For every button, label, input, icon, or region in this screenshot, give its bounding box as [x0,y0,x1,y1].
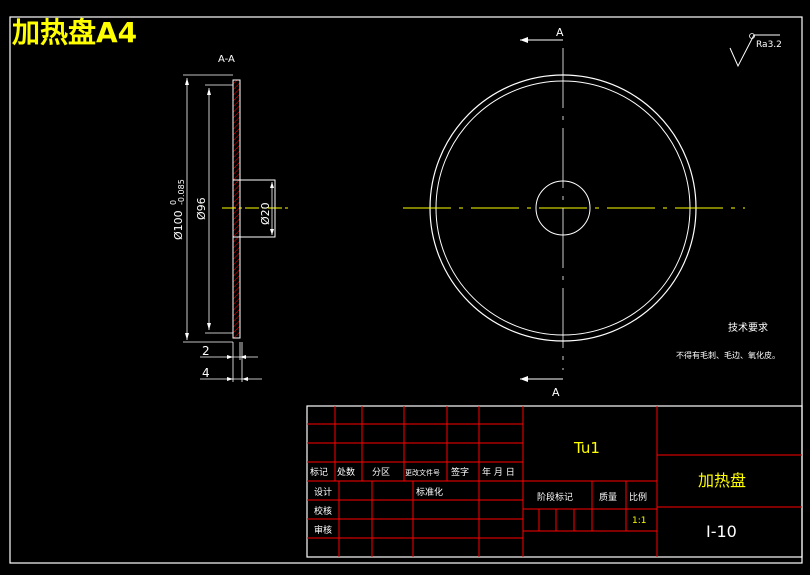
header-weight: 质量 [599,491,617,503]
disc-plate-section [232,79,241,339]
header-count: 处数 [337,466,355,478]
header-sign: 签字 [451,466,469,478]
header-check: 校核 [314,505,332,517]
header-mark: 标记 [310,466,328,478]
dim-arrow [185,333,189,340]
dim-arrow [207,323,211,330]
header-date: 年 月 日 [482,466,515,478]
section-label: A-A [218,54,235,65]
dim-outer-tol-upper: 0 [169,200,178,205]
banner-title: 加热盘A4 [12,16,137,49]
drawing-number: I-10 [706,522,737,541]
header-zone: 分区 [372,467,390,478]
roughness-symbol: Ra3.2 [729,33,782,68]
cut-label-top: A [556,26,564,39]
dim-mid-text: Ø96 [195,197,208,220]
header-stage-mark: 阶段标记 [537,491,573,503]
roughness-circle-icon [749,33,755,39]
header-design: 设计 [314,486,332,498]
cut-arrow-top [520,37,528,43]
scale-value: 1:1 [632,516,646,526]
dim-hub-text: Ø20 [259,202,272,225]
section-view: A-A Ø100 0 -0.085 Ø96 Ø20 [169,54,290,382]
dim-arrow [185,78,189,85]
header-ratio: 比例 [629,491,647,503]
header-review: 审核 [314,524,332,536]
cut-label-bottom: A [552,386,560,399]
roughness-label: Ra3.2 [756,40,782,50]
header-standardize: 标准化 [416,486,443,498]
title-block: 标记 处数 分区 更改文件号 签字 年 月 日 设计 标准化 校核 审核 阶段标… [306,405,803,558]
dim-arrow [240,355,246,359]
title-grid [307,406,802,557]
front-view: A A [403,26,745,399]
dim-arrow [227,377,233,381]
tech-req-note: 不得有毛刺、毛边、氧化皮。 [676,350,780,360]
dim-thickness-4: 4 [202,366,210,380]
header-doc-no: 更改文件号 [405,468,440,477]
dim-arrow [207,88,211,95]
part-name: 加热盘 [698,471,746,490]
dim-arrow [227,355,233,359]
dim-arrow [270,182,274,188]
cut-arrow-bottom [520,376,528,382]
dim-outer-text: Ø100 [172,210,185,240]
roughness-check-icon [729,34,780,68]
tech-req-title: 技术要求 [728,321,768,334]
drawing-frame [9,16,803,564]
dim-arrow [270,229,274,235]
dim-outer-tol-lower: -0.085 [177,179,186,205]
dim-arrow [242,377,248,381]
dim-thickness-2: 2 [202,344,210,358]
material-label: Tu1 [573,439,600,457]
